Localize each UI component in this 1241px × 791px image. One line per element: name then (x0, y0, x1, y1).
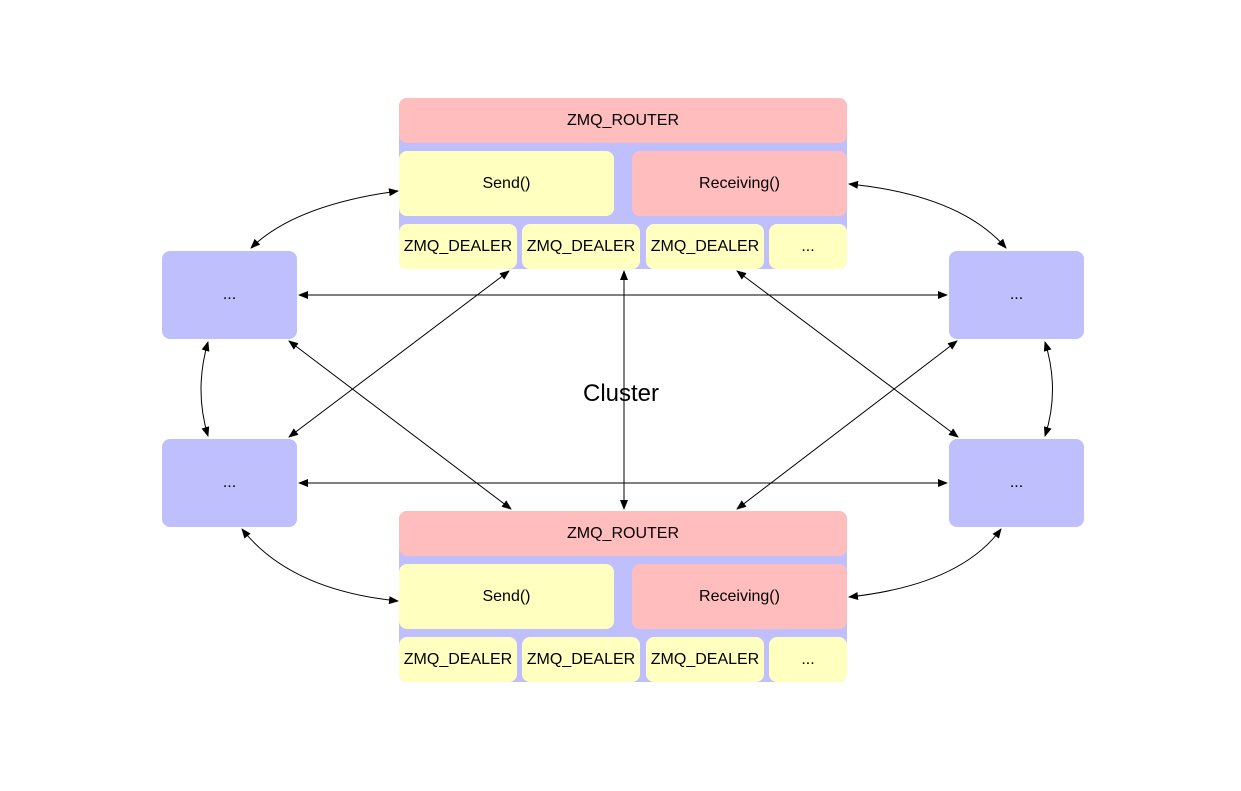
node-right-top[interactable]: ... (949, 251, 1084, 339)
node-right-bottom[interactable]: ... (949, 439, 1084, 527)
dealer-label: ZMQ_DEALER (403, 650, 513, 668)
arrow-left-top-to-left-bottom (200, 341, 210, 437)
router-label: ZMQ_ROUTER (567, 111, 679, 129)
instance-bottom-dealer-3[interactable]: ZMQ_DEALER (646, 637, 764, 682)
arrow-left-top-to-bottom-router (288, 340, 512, 510)
arrow-bottom-send-to-left-node (241, 528, 399, 605)
dealer-label: ... (801, 650, 815, 668)
node-label: ... (1009, 286, 1024, 303)
instance-top-router[interactable]: ZMQ_ROUTER (399, 98, 847, 143)
dealer-label: ZMQ_DEALER (650, 237, 760, 255)
arrow-top-send-to-left-node (250, 188, 399, 249)
arrow-right-top-to-right-bottom (1043, 341, 1053, 437)
instance-top-send[interactable]: Send() (399, 151, 614, 216)
instance-bottom-dealer-more[interactable]: ... (769, 637, 847, 682)
dealer-label: ZMQ_DEALER (526, 237, 636, 255)
node-left-top[interactable]: ... (162, 251, 297, 339)
router-label: ZMQ_ROUTER (567, 524, 679, 542)
arrow-right-top-to-bottom-router (736, 340, 958, 510)
instance-top-dealer-3[interactable]: ZMQ_DEALER (646, 224, 764, 269)
node-label: ... (222, 286, 237, 303)
receiving-label: Receiving() (699, 174, 780, 192)
send-label: Send() (482, 174, 531, 192)
dealer-label: ZMQ_DEALER (526, 650, 636, 668)
dealer-label: ZMQ_DEALER (403, 237, 513, 255)
instance-top-dealer-more[interactable]: ... (769, 224, 847, 269)
arrow-top-dealer-to-left-bottom (288, 270, 510, 438)
node-label: ... (1009, 474, 1024, 491)
instance-top-receiving[interactable]: Receiving() (632, 151, 847, 216)
instance-bottom-dealer-2[interactable]: ZMQ_DEALER (522, 637, 640, 682)
instance-top-dealer-2[interactable]: ZMQ_DEALER (522, 224, 640, 269)
instance-bottom-receiving[interactable]: Receiving() (632, 564, 847, 629)
node-left-bottom[interactable]: ... (162, 439, 297, 527)
arrow-bottom-receiving-to-right-node (848, 528, 1002, 601)
instance-bottom-router[interactable]: ZMQ_ROUTER (399, 511, 847, 556)
node-label: ... (222, 474, 237, 491)
instance-top-dealer-1[interactable]: ZMQ_DEALER (399, 224, 517, 269)
cluster-label: Cluster (582, 380, 660, 407)
instance-bottom-dealer-1[interactable]: ZMQ_DEALER (399, 637, 517, 682)
dealer-label: ... (801, 237, 815, 255)
dealer-label: ZMQ_DEALER (650, 650, 760, 668)
instance-bottom-send[interactable]: Send() (399, 564, 614, 629)
arrow-top-receiving-to-right-node (848, 180, 1007, 249)
receiving-label: Receiving() (699, 587, 780, 605)
send-label: Send() (482, 587, 531, 605)
arrow-top-dealer-to-right-bottom (736, 270, 959, 438)
